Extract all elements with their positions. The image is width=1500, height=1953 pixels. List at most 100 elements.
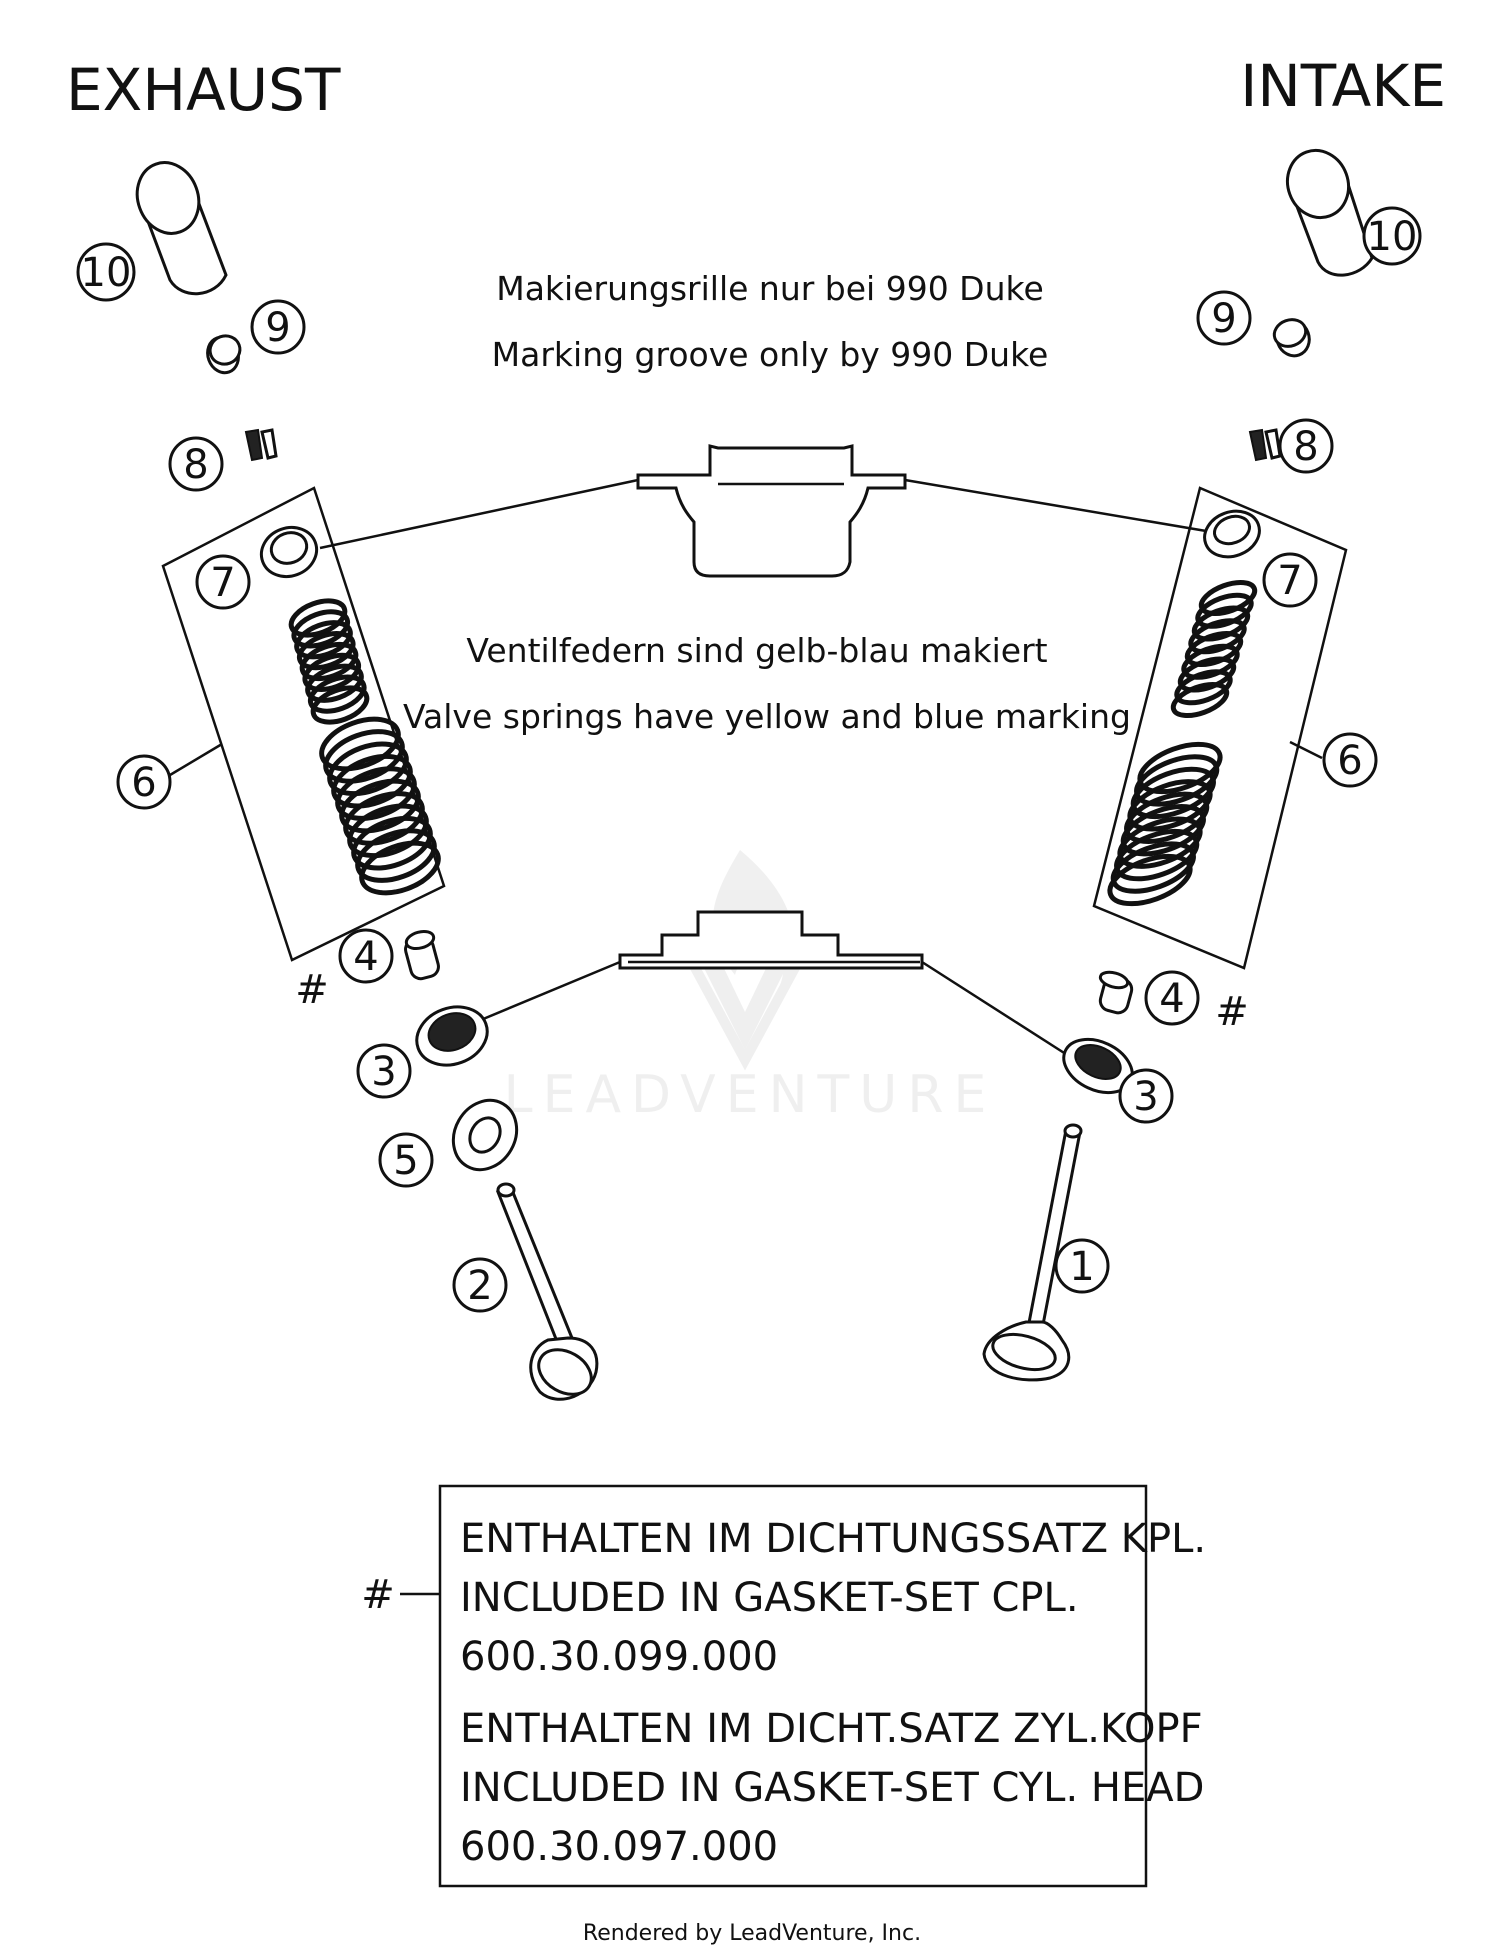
exhaust-valve-keepers (244, 428, 278, 462)
legend-line: 600.30.099.000 (460, 1634, 778, 1680)
callout-number: 1 (1069, 1244, 1094, 1290)
callout-number: 8 (183, 442, 208, 488)
legend-line: ENTHALTEN IM DICHTUNGSSATZ KPL. (460, 1516, 1206, 1562)
watermark: LEADVENTURE (504, 850, 997, 1125)
spring-coil (296, 631, 356, 671)
spring-coil (1107, 853, 1193, 907)
exhaust-spring-box (161, 486, 446, 962)
spring-coil (319, 716, 401, 772)
spring-coil (351, 815, 433, 871)
intake-callout-8: 8 (1278, 418, 1334, 474)
intake-valve-stem-seal (1098, 970, 1134, 1015)
footer-credit: Rendered by LeadVenture, Inc. (583, 1921, 921, 1946)
exhaust-callout-5: 5 (378, 1132, 434, 1188)
exhaust-spring-retainer (259, 525, 319, 579)
note-groove-de: Makierungsrille nur bei 990 Duke (496, 269, 1044, 308)
callout-number: 7 (210, 560, 235, 606)
callout-number: 6 (131, 760, 156, 806)
exhaust-callout-3: 3 (356, 1043, 412, 1099)
intake-valve-keepers (1248, 428, 1282, 462)
intake-inner-spring (1170, 579, 1258, 719)
exhaust-callout-8: 8 (168, 436, 224, 492)
exhaust-inner-spring (288, 598, 370, 725)
intake-callout-10: 10 (1362, 206, 1422, 266)
watermark-text: LEADVENTURE (504, 1065, 997, 1125)
spring-coil (307, 674, 367, 714)
callout-layer: 10 9 8 7 6 4 3 5 2 10 9 8 7 6 4 3 1 (76, 206, 1422, 1313)
retainer-detail (636, 444, 907, 578)
exhaust-callout-9: 9 (250, 299, 306, 355)
exhaust-bucket-tappet (135, 161, 228, 296)
exhaust-callout-7: 7 (195, 554, 251, 610)
spring-coil (299, 641, 359, 682)
callout-number: 9 (265, 305, 290, 351)
exhaust-callout-6: 6 (116, 754, 172, 810)
intake-callout-9: 9 (1196, 290, 1252, 346)
intake-valve-springs (1107, 579, 1258, 907)
callout-number: 10 (81, 250, 132, 296)
exhaust-washer (451, 1098, 519, 1172)
exhaust-shim (206, 334, 242, 375)
legend-line: ENTHALTEN IM DICHT.SATZ ZYL.KOPF (460, 1706, 1203, 1752)
intake-valve (982, 1123, 1083, 1382)
note-springs-en: Valve springs have yellow and blue marki… (403, 697, 1131, 736)
note-springs-de: Ventilfedern sind gelb-blau makiert (466, 631, 1047, 670)
spring-coil (288, 598, 348, 638)
exhaust-valve (495, 1182, 599, 1401)
intake-callout-1: 1 (1054, 1238, 1110, 1294)
spring-coil (335, 766, 417, 821)
spring-coil (291, 609, 351, 649)
exhaust-outer-spring (319, 716, 441, 896)
spring-coil (331, 753, 413, 809)
intake-callout-4: 4 (1144, 970, 1200, 1026)
callout-number: 4 (353, 934, 378, 980)
intake-bucket-tappet (1286, 148, 1374, 277)
legend-box (438, 1484, 1148, 1888)
exhaust-spring-seat (415, 1005, 489, 1067)
legend-hash: # (361, 1572, 395, 1618)
exhaust-callout-4: 4 (338, 928, 394, 984)
spring-coil (294, 620, 353, 660)
spring-coil (302, 652, 362, 692)
exhaust-callout-2: 2 (452, 1257, 508, 1313)
exhaust-valve-springs (288, 598, 441, 896)
spring-coil (323, 729, 405, 784)
intake-spring-box (1092, 486, 1348, 970)
spring-coil (343, 791, 425, 846)
callout-number: 3 (371, 1049, 396, 1095)
legend-line: INCLUDED IN GASKET-SET CPL. (460, 1575, 1079, 1621)
callout-number: 2 (467, 1263, 492, 1309)
note-groove-en: Marking groove only by 990 Duke (492, 335, 1049, 374)
spring-coil (355, 828, 437, 883)
seal-detail (618, 910, 924, 970)
callout-6-leader (169, 742, 223, 777)
intake-spring-retainer (1203, 509, 1261, 559)
callout-number: 3 (1133, 1074, 1158, 1120)
spring-coil (305, 663, 364, 703)
callout-number: 8 (1293, 424, 1318, 470)
exhaust-hash-mark: # (295, 967, 329, 1013)
spring-coil (327, 741, 409, 797)
intake-shim (1272, 318, 1311, 358)
intake-callout-6: 6 (1322, 732, 1378, 788)
callout-6-leader (1289, 740, 1323, 760)
intake-spring-seat (1062, 1037, 1134, 1095)
callout-number: 5 (393, 1138, 418, 1184)
spring-coil (347, 803, 429, 859)
intake-callout-3: 3 (1118, 1068, 1174, 1124)
callout-number: 4 (1159, 976, 1184, 1022)
exhaust-valve-stem-seal (404, 929, 440, 981)
spring-coil (310, 685, 370, 725)
intake-outer-spring (1107, 741, 1223, 907)
exhaust-header: EXHAUST (66, 56, 341, 124)
legend: # ENTHALTEN IM DICHTUNGSSATZ KPL. INCLUD… (361, 1484, 1206, 1888)
callout-number: 10 (1367, 214, 1418, 260)
exhaust-callout-10: 10 (76, 242, 136, 302)
callout-number: 7 (1277, 558, 1302, 604)
spring-coil (359, 840, 441, 896)
intake-hash-mark: # (1215, 989, 1249, 1035)
spring-coil (339, 778, 421, 834)
intake-callout-7: 7 (1262, 552, 1318, 608)
